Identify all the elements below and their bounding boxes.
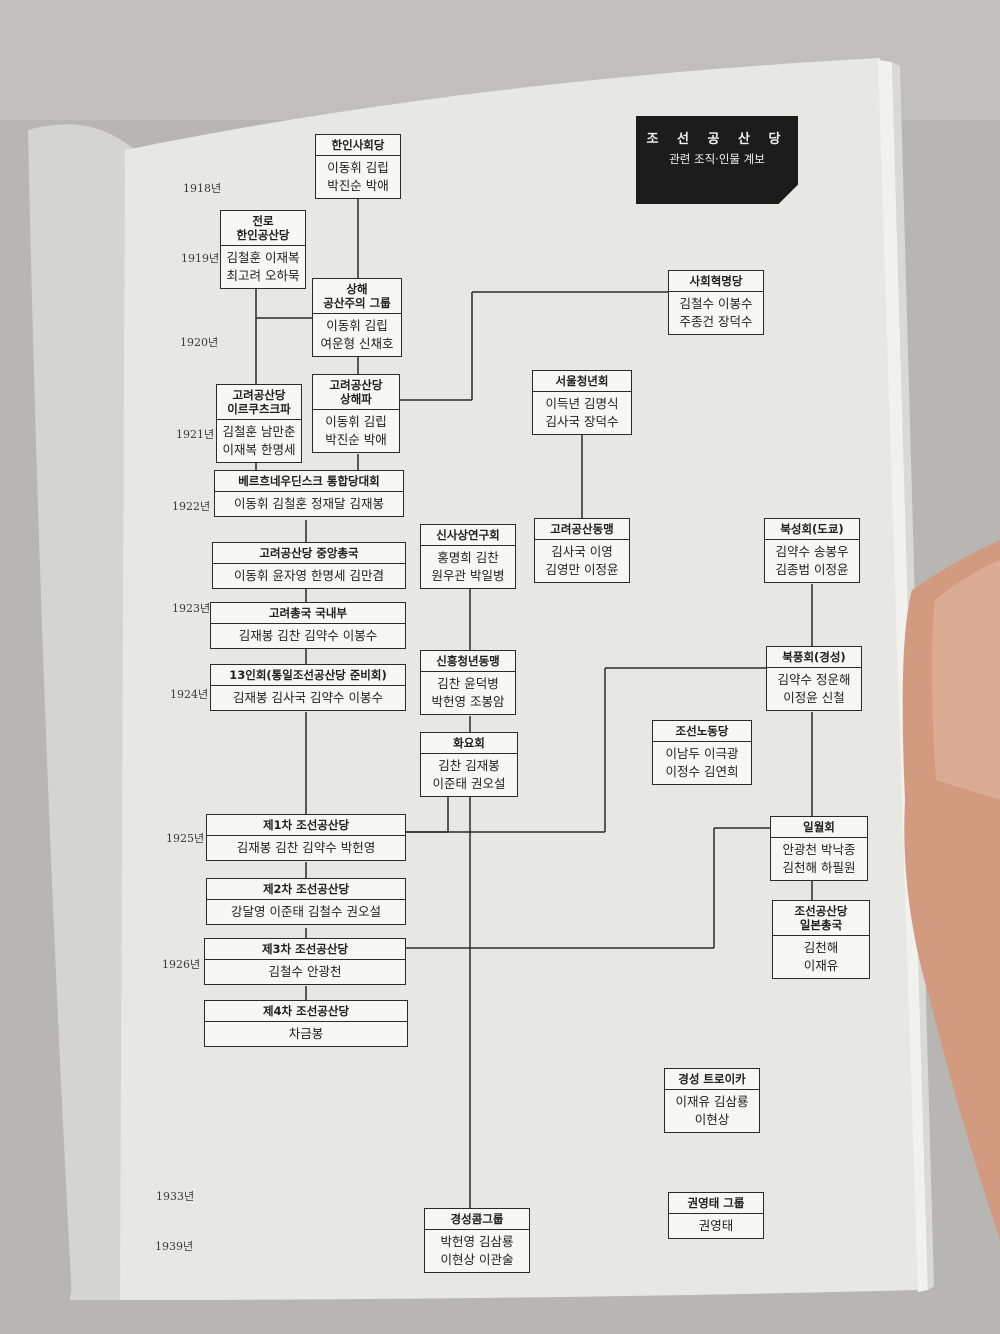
org-name: 서울청년회 bbox=[533, 371, 631, 392]
org-name: 일월회 bbox=[771, 817, 867, 838]
org-box: 신흥청년동맹 김찬 윤덕병 박헌영 조봉암 bbox=[420, 650, 516, 715]
org-members: 이동휘 김립 여운형 신채호 bbox=[320, 318, 394, 351]
org-name: 경성 트로이카 bbox=[665, 1069, 759, 1090]
org-name: 전로 한인공산당 bbox=[221, 211, 305, 246]
year-label: 1922년 bbox=[172, 500, 211, 513]
year-label: 1926년 bbox=[162, 958, 201, 971]
org-box: 사회혁명당 김철수 이봉수 주종건 장덕수 bbox=[668, 270, 764, 335]
org-members: 차금봉 bbox=[288, 1026, 324, 1041]
org-box: 조선노동당 이남두 이극광 이정수 김연희 bbox=[652, 720, 752, 785]
org-box: 북풍회(경성) 김약수 정운해 이정윤 신철 bbox=[766, 646, 862, 711]
org-name: 고려공산당 중앙총국 bbox=[213, 543, 405, 564]
org-name: 상해 공산주의 그룹 bbox=[313, 279, 401, 314]
org-members: 안광천 박낙종 김천해 하필원 bbox=[782, 842, 856, 875]
org-members: 김약수 송봉우 김종범 이정윤 bbox=[775, 544, 849, 577]
org-box: 일월회 안광천 박낙종 김천해 하필원 bbox=[770, 816, 868, 881]
org-name: 고려총국 국내부 bbox=[211, 603, 405, 624]
org-box: 화요회 김찬 김재봉 이준태 권오설 bbox=[420, 732, 518, 797]
org-name: 한인사회당 bbox=[316, 135, 400, 156]
org-members: 홍명희 김찬 원우관 박일병 bbox=[431, 550, 505, 583]
org-members: 김철수 이봉수 주종건 장덕수 bbox=[679, 296, 753, 329]
org-members: 김철훈 이재복 최고려 오하묵 bbox=[226, 250, 300, 283]
org-name: 제1차 조선공산당 bbox=[207, 815, 405, 836]
org-name: 13인회(통일조선공산당 준비회) bbox=[211, 665, 405, 686]
org-members: 박헌영 김삼룡 이현상 이관술 bbox=[440, 1234, 514, 1267]
org-name: 권영태 그룹 bbox=[669, 1193, 763, 1214]
org-box: 경성콤그룹 박헌영 김삼룡 이현상 이관술 bbox=[424, 1208, 530, 1273]
chart-subtitle: 관련 조직·인물 계보 bbox=[669, 152, 765, 166]
org-name: 조선노동당 bbox=[653, 721, 751, 742]
org-name: 베르흐네우딘스크 통합당대회 bbox=[215, 471, 403, 492]
year-label: 1924년 bbox=[170, 688, 209, 701]
org-members: 김약수 정운해 이정윤 신철 bbox=[777, 672, 851, 705]
org-members: 김재봉 김사국 김약수 이봉수 bbox=[233, 690, 383, 705]
org-name: 고려공산동맹 bbox=[535, 519, 629, 540]
org-box: 한인사회당 이동휘 김립 박진순 박애 bbox=[315, 134, 401, 199]
year-label: 1921년 bbox=[176, 428, 215, 441]
org-name: 제2차 조선공산당 bbox=[207, 879, 405, 900]
org-members: 김천해 이재유 bbox=[803, 940, 839, 973]
org-name: 경성콤그룹 bbox=[425, 1209, 529, 1230]
org-members: 이득년 김명식 김사국 장덕수 bbox=[545, 396, 619, 429]
org-name: 신흥청년동맹 bbox=[421, 651, 515, 672]
org-box: 권영태 그룹 권영태 bbox=[668, 1192, 764, 1239]
org-members: 김재봉 김찬 김약수 이봉수 bbox=[238, 628, 378, 643]
year-label: 1923년 bbox=[172, 602, 211, 615]
chart-title: 조 선 공 산 당 bbox=[646, 132, 788, 147]
org-box: 서울청년회 이득년 김명식 김사국 장덕수 bbox=[532, 370, 632, 435]
org-name: 북성회(도쿄) bbox=[765, 519, 859, 540]
org-members: 강달영 이준태 김철수 권오설 bbox=[231, 904, 381, 919]
org-box: 제2차 조선공산당 강달영 이준태 김철수 권오설 bbox=[206, 878, 406, 925]
org-box: 제3차 조선공산당 김철수 안광천 bbox=[204, 938, 406, 985]
year-label: 1939년 bbox=[155, 1240, 194, 1253]
org-box: 제1차 조선공산당 김재봉 김찬 김약수 박헌영 bbox=[206, 814, 406, 861]
org-box: 고려총국 국내부 김재봉 김찬 김약수 이봉수 bbox=[210, 602, 406, 649]
year-label: 1919년 bbox=[181, 252, 220, 265]
org-members: 이동휘 김립 박진순 박애 bbox=[325, 414, 387, 447]
org-box: 북성회(도쿄) 김약수 송봉우 김종범 이정윤 bbox=[764, 518, 860, 583]
org-box: 상해 공산주의 그룹 이동휘 김립 여운형 신채호 bbox=[312, 278, 402, 357]
org-box: 경성 트로이카 이재유 김삼룡 이현상 bbox=[664, 1068, 760, 1133]
org-box: 조선공산당 일본총국 김천해 이재유 bbox=[772, 900, 870, 979]
year-label: 1918년 bbox=[183, 182, 222, 195]
org-box: 제4차 조선공산당 차금봉 bbox=[204, 1000, 408, 1047]
org-box: 전로 한인공산당 김철훈 이재복 최고려 오하묵 bbox=[220, 210, 306, 289]
org-box: 베르흐네우딘스크 통합당대회 이동휘 김철훈 정재달 김재봉 bbox=[214, 470, 404, 517]
org-box: 고려공산당 중앙총국 이동휘 윤자영 한명세 김만겸 bbox=[212, 542, 406, 589]
org-box: 13인회(통일조선공산당 준비회) 김재봉 김사국 김약수 이봉수 bbox=[210, 664, 406, 711]
org-box: 신사상연구회 홍명희 김찬 원우관 박일병 bbox=[420, 524, 516, 589]
org-name: 북풍회(경성) bbox=[767, 647, 861, 668]
year-label: 1925년 bbox=[166, 832, 205, 845]
chart-title-box: 조 선 공 산 당 관련 조직·인물 계보 bbox=[636, 116, 798, 204]
year-label: 1920년 bbox=[180, 336, 219, 349]
org-name: 제4차 조선공산당 bbox=[205, 1001, 407, 1022]
year-label: 1933년 bbox=[156, 1190, 195, 1203]
org-name: 화요회 bbox=[421, 733, 517, 754]
org-members: 김찬 김재봉 이준태 권오설 bbox=[432, 758, 506, 791]
org-name: 제3차 조선공산당 bbox=[205, 939, 405, 960]
org-members: 이동휘 윤자영 한명세 김만겸 bbox=[234, 568, 384, 583]
org-box: 고려공산당 이르쿠츠크파 김철훈 남만춘 이재복 한명세 bbox=[216, 384, 302, 463]
org-members: 김재봉 김찬 김약수 박헌영 bbox=[236, 840, 376, 855]
org-box: 고려공산동맹 김사국 이영 김영만 이정윤 bbox=[534, 518, 630, 583]
org-members: 이남두 이극광 이정수 김연희 bbox=[665, 746, 739, 779]
org-members: 권영태 bbox=[698, 1218, 734, 1233]
org-members: 김철훈 남만춘 이재복 한명세 bbox=[222, 424, 296, 457]
org-members: 이동휘 김철훈 정재달 김재봉 bbox=[234, 496, 384, 511]
org-members: 김찬 윤덕병 박헌영 조봉암 bbox=[431, 676, 505, 709]
org-name: 조선공산당 일본총국 bbox=[773, 901, 869, 936]
org-box: 고려공산당 상해파 이동휘 김립 박진순 박애 bbox=[312, 374, 400, 453]
org-members: 김철수 안광천 bbox=[268, 964, 342, 979]
org-members: 이재유 김삼룡 이현상 bbox=[675, 1094, 749, 1127]
org-name: 고려공산당 이르쿠츠크파 bbox=[217, 385, 301, 420]
org-name: 고려공산당 상해파 bbox=[313, 375, 399, 410]
org-name: 사회혁명당 bbox=[669, 271, 763, 292]
org-name: 신사상연구회 bbox=[421, 525, 515, 546]
org-members: 이동휘 김립 박진순 박애 bbox=[327, 160, 389, 193]
org-members: 김사국 이영 김영만 이정윤 bbox=[545, 544, 619, 577]
